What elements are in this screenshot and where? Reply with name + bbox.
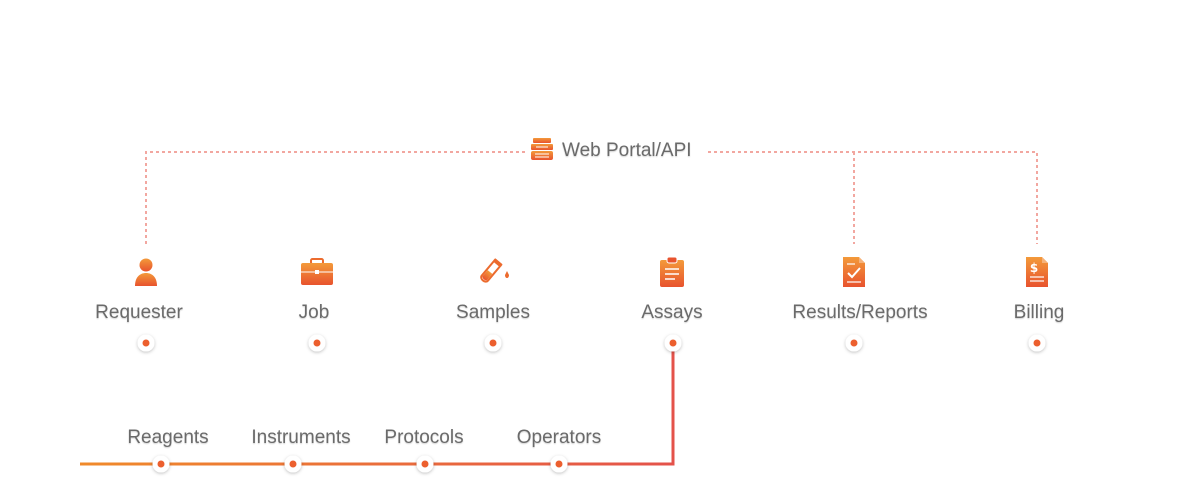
stage-label-assays: Assays	[641, 302, 702, 323]
resource-label-instruments: Instruments	[251, 427, 350, 448]
stage-node-job[interactable]	[308, 334, 326, 352]
web-portal[interactable]: Web Portal/API	[531, 138, 692, 161]
clipboard-icon	[660, 256, 684, 287]
resource-nodes	[152, 455, 568, 473]
user-icon	[135, 258, 157, 286]
resource-label-operators: Operators	[517, 427, 601, 448]
invoice-dollar-icon: $	[1026, 257, 1048, 287]
resource-node-protocols[interactable]	[416, 455, 434, 473]
resource-node-reagents[interactable]	[152, 455, 170, 473]
resource-label-reagents: Reagents	[127, 427, 208, 448]
stage-label-billing: Billing	[1014, 302, 1065, 323]
server-stack-icon	[531, 138, 553, 160]
assays-branch-line	[80, 343, 675, 466]
web-portal-label: Web Portal/API	[562, 140, 692, 161]
resource-labels: Reagents Instruments Protocols Operators	[127, 427, 601, 448]
briefcase-icon	[301, 258, 333, 285]
stage-nodes	[137, 334, 1046, 352]
stage-label-samples: Samples	[456, 302, 530, 323]
stage-node-requester[interactable]	[137, 334, 155, 352]
report-check-icon	[843, 257, 865, 287]
stage-labels: Requester Job Samples Assays Results/Rep…	[95, 302, 1064, 323]
resource-node-operators[interactable]	[550, 455, 568, 473]
stage-label-results-reports: Results/Reports	[792, 302, 927, 323]
portal-connector	[145, 151, 1038, 244]
test-tube-icon	[480, 258, 509, 283]
stage-label-job: Job	[299, 302, 330, 323]
stage-node-billing[interactable]	[1028, 334, 1046, 352]
resource-node-instruments[interactable]	[284, 455, 302, 473]
stage-node-assays[interactable]	[664, 334, 682, 352]
stage-label-requester: Requester	[95, 302, 183, 323]
resource-label-protocols: Protocols	[384, 427, 463, 448]
stage-node-samples[interactable]	[484, 334, 502, 352]
stage-node-results-reports[interactable]	[845, 334, 863, 352]
svg-text:$: $	[1030, 261, 1038, 275]
